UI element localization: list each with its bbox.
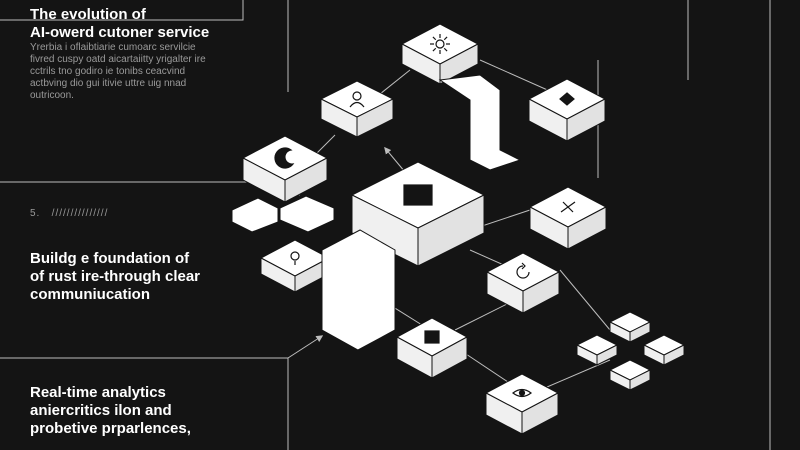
intro-line: outricoon. [30,90,74,101]
section-2-line: of rust ire-through clear [30,268,201,285]
diamond-badge-icon [559,92,575,106]
diagram-block [350,161,486,267]
block-face [284,157,328,203]
support-agent-icon [349,91,365,108]
sun-icon [430,34,450,54]
path-shape [438,74,522,171]
tile-face [596,344,618,366]
diagram-block [527,78,607,142]
section-2-heading: Buildg e foundation of of rust ire-throu… [30,250,250,304]
diagram-block [528,186,608,250]
frame-lines [0,0,771,450]
small-tile [608,311,652,343]
page-title-line: The evolution of [30,6,146,23]
path-shape [279,195,335,233]
square-node-icon [424,330,440,344]
connector-line [454,299,516,331]
intro-line: Yrerbia i oflaibtiarie cumoarc servilcie [30,42,196,53]
block-face [566,98,606,142]
connector-line [287,335,324,359]
intro-paragraph: Yrerbia i oflaibtiarie cumoarc servilcie… [30,42,260,102]
tile-face [629,321,651,343]
tile-face [663,344,685,366]
cross-arrow-icon [560,201,576,213]
path-shape [231,197,279,233]
block-face [521,392,559,435]
small-tile [608,359,652,391]
refresh-icon [516,262,530,279]
page-title: The evolution of AI-owerd cutoner servic… [30,6,270,42]
block-face [431,336,468,379]
connector-line [559,269,611,331]
small-tile [642,334,686,366]
intro-line: cctrils tno godiro ie tonibs ceacvind [30,66,186,77]
divider-line [0,0,244,21]
block-face [439,43,479,85]
diagram-block [400,23,480,85]
block-face [567,206,607,250]
diagram-block [319,80,395,138]
connector-line [539,359,611,391]
diagram-block [395,317,469,379]
block-face [356,98,394,138]
small-tile [575,334,619,366]
section-marker: 5. /////////////// [30,208,109,219]
section-3-line: Real-time analytics [30,384,166,401]
diagram-block [259,239,331,293]
block-face [417,194,485,267]
path-shapes [231,74,522,351]
blocks [241,23,686,435]
section-2-line: Buildg e foundation of [30,250,190,267]
path-shape [321,229,396,351]
diagram-block [484,373,560,435]
eye-icon [512,388,532,398]
lightbulb-icon [290,251,300,265]
section-3-line: aniercritics ilon and [30,402,172,419]
section-3-line: probetive prparlences, [30,420,191,437]
intro-line: actbving dio gui itivie uttre uig nnad [30,78,187,89]
diagram-block [485,252,561,314]
square-core-icon [403,184,433,206]
page-title-line: AI-owerd cutoner service [30,24,210,41]
block-face [522,271,560,314]
tile-face [629,369,651,391]
section-2-line: communiucation [30,286,151,303]
diagram-block [241,135,329,203]
moon-icon [274,147,295,169]
intro-line: fivred cuspy oatd aicartaiitty yrigalter… [30,54,206,65]
section-3-heading: Real-time analytics aniercritics ilon an… [30,384,250,438]
